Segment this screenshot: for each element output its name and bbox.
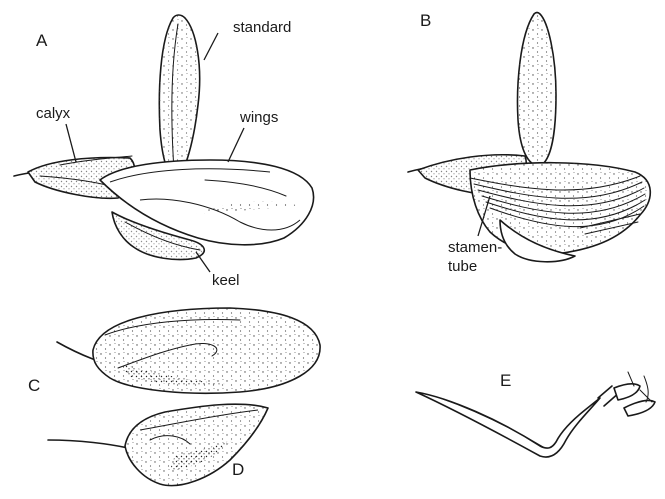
panel-e: E	[416, 371, 655, 457]
standard-label: standard	[233, 19, 291, 36]
panel-a: A	[14, 15, 314, 289]
panel-c-letter: C	[28, 376, 40, 395]
standard-leader	[204, 33, 218, 60]
calyx-label: calyx	[36, 105, 71, 122]
standard-petal	[159, 15, 199, 182]
wings-label: wings	[239, 109, 278, 126]
calyx-leader	[66, 124, 76, 162]
keel-petal-d	[125, 404, 268, 485]
panel-d: D	[48, 404, 268, 485]
panel-a-letter: A	[36, 31, 48, 50]
panel-b-letter: B	[420, 11, 431, 30]
stamen-tube-label-line1: stamen-	[448, 239, 502, 256]
stamens-e	[614, 372, 655, 416]
stamen-tube-label-line2: tube	[448, 258, 477, 275]
pistil-e	[416, 386, 620, 457]
standard-petal-b	[518, 13, 556, 167]
wing-petal-c	[93, 308, 320, 393]
keel-label: keel	[212, 272, 240, 289]
wings-leader	[228, 128, 244, 162]
panel-e-letter: E	[500, 371, 511, 390]
panel-c: C	[28, 308, 320, 395]
panel-b: B stamen- tube	[408, 11, 650, 275]
panel-d-letter: D	[232, 460, 244, 479]
keel-leader	[196, 252, 210, 272]
claw-d	[48, 440, 128, 448]
